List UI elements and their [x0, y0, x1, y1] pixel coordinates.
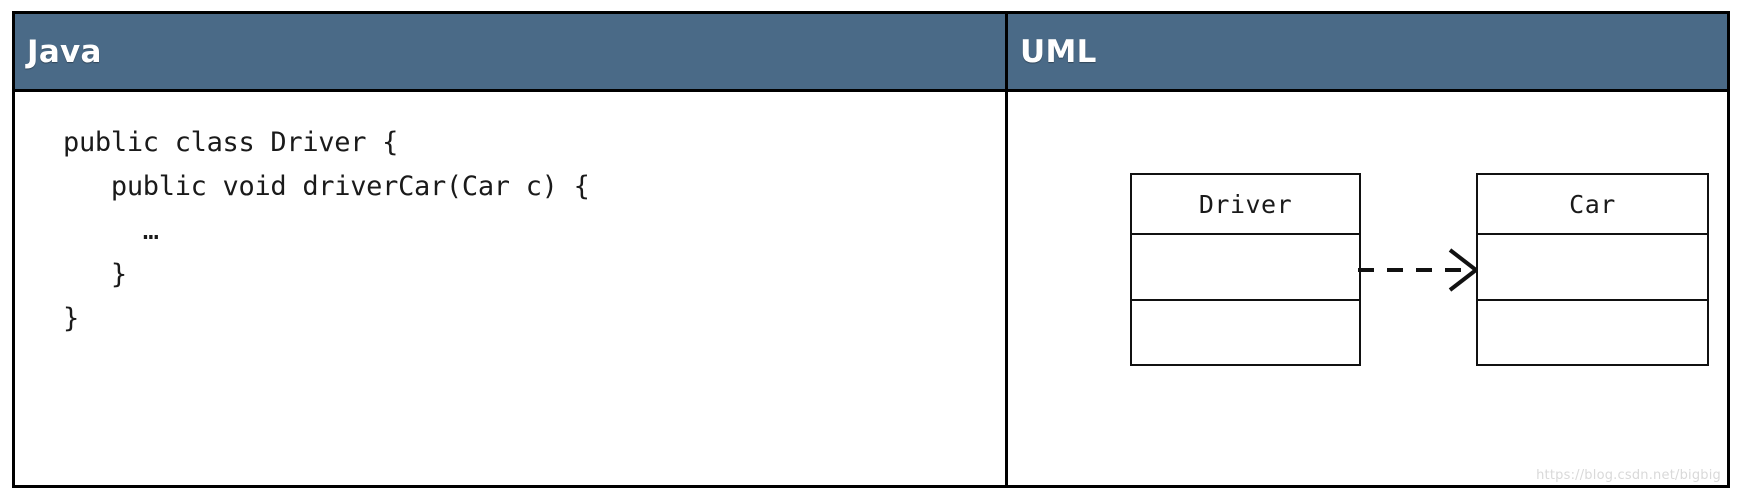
uml-class-car-name: Car: [1569, 189, 1616, 219]
column-header-java: Java: [27, 33, 102, 70]
uml-dependency-arrow: [1358, 248, 1480, 292]
java-code-cell: public class Driver { public void driver…: [15, 92, 1008, 485]
uml-class-car: Car: [1476, 173, 1709, 366]
uml-class-driver-operations: [1132, 301, 1359, 364]
uml-class-driver-name-compartment: Driver: [1132, 175, 1359, 235]
table-body-row: public class Driver { public void driver…: [15, 89, 1727, 485]
java-code-snippet: public class Driver { public void driver…: [63, 127, 590, 334]
uml-class-driver-attributes: [1132, 235, 1359, 301]
uml-class-car-name-compartment: Car: [1478, 175, 1707, 235]
watermark-text: https://blog.csdn.net/bigbig: [1536, 468, 1721, 483]
table-header-cell-uml: UML: [1008, 14, 1727, 89]
comparison-table: Java UML public class Driver { public vo…: [12, 11, 1730, 488]
uml-class-driver: Driver: [1130, 173, 1361, 366]
uml-class-car-operations: [1478, 301, 1707, 364]
uml-class-car-attributes: [1478, 235, 1707, 301]
uml-canvas: Driver Car: [1008, 92, 1727, 485]
uml-diagram-cell: Driver Car: [1008, 92, 1727, 485]
column-header-uml: UML: [1020, 33, 1097, 70]
uml-class-driver-name: Driver: [1198, 189, 1293, 219]
table-header-cell-java: Java: [15, 14, 1008, 89]
table-header-row: Java UML: [15, 14, 1727, 89]
